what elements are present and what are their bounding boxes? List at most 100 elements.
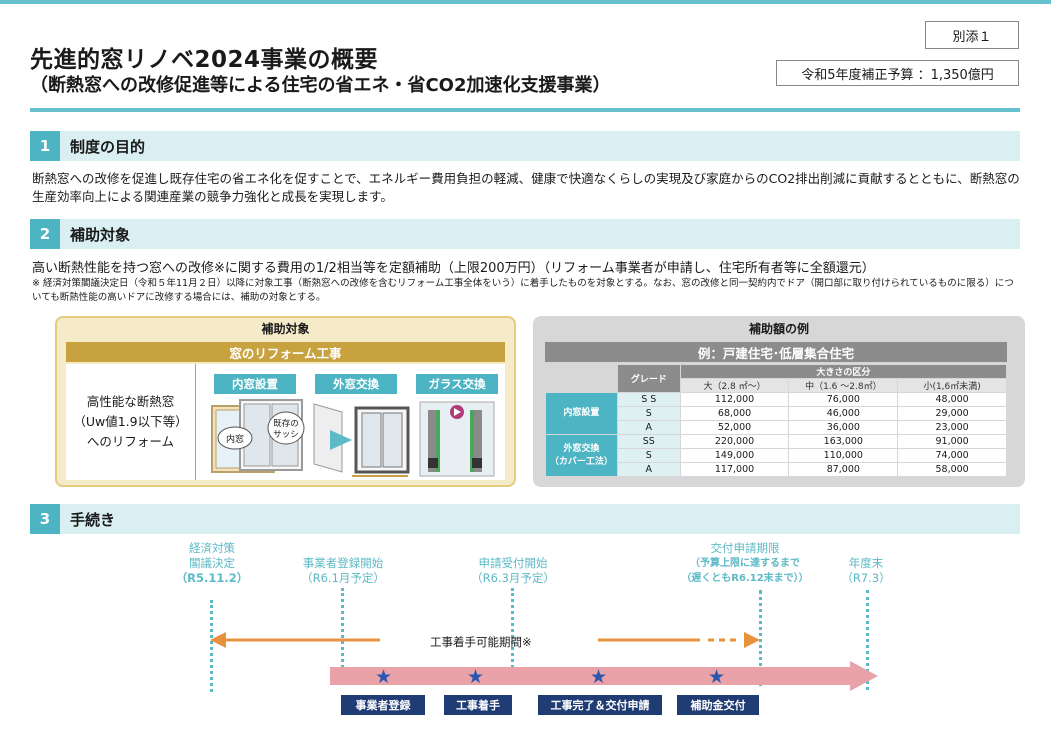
amount-cell: 149,000 — [679, 448, 790, 463]
milestone-date: （R7.3） — [841, 571, 891, 585]
target-panel-body: 高性能な断熱窓 （Uw値1.9以下等） へのリフォーム 内窓設置 外窓交換 ガラ… — [66, 364, 505, 480]
step-completion-and-application: 工事完了＆交付申請 — [538, 695, 662, 715]
amount-cell: 91,000 — [897, 434, 1007, 449]
table-header-row: グレード 大きさの区分 — [545, 364, 1008, 393]
target-line: （Uw値1.9以下等） — [73, 414, 188, 429]
section-title: 手続き — [70, 510, 116, 529]
milestone-dotted-line — [511, 588, 514, 668]
milestone-line: （遅くともR6.12末まで）） — [681, 573, 809, 584]
table-corner — [545, 364, 618, 393]
amount-cell: 46,000 — [788, 406, 899, 421]
table-subheader-row: 大（2.8 ㎡～） 中（1.6 ～2.8㎡） 小(1,6㎡未満) — [546, 378, 1007, 393]
grade-cell: S — [616, 406, 681, 421]
table-row: S 68,000 46,000 29,000 — [546, 406, 1007, 421]
step-business-registration: 事業者登録 — [341, 695, 425, 715]
category-cell-inner-window: 内窓設置 — [545, 392, 618, 435]
amount-cell: 163,000 — [788, 434, 899, 449]
star-icon: ★ — [590, 666, 608, 688]
grade-header: グレード — [616, 364, 681, 393]
milestone-line: （予算上限に達するまで — [690, 558, 800, 569]
page-subtitle: （断熱窓への改修促進等による住宅の省エネ・省CO2加速化支援事業） — [30, 75, 611, 96]
milestone-line: 閣議決定 — [189, 556, 235, 570]
inner-window-illustration: 内窓 既存の サッシ — [211, 399, 305, 473]
amount-cell: 87,000 — [788, 462, 899, 477]
amount-panel-band: 例：戸建住宅･低層集合住宅 — [545, 342, 1007, 362]
annex-label: 別添１ — [925, 21, 1019, 49]
subsidy-note-text: ※ 経済対策閣議決定日（令和５年11月２日）以降に対象工事（断熱窓への改修を含む… — [32, 278, 1014, 303]
callout-inner-window: 内窓 — [226, 433, 244, 445]
section-number: 1 — [30, 131, 60, 161]
milestone-registration-start: 事業者登録開始 （R6.1月予定） — [285, 556, 401, 586]
milestone-line: 経済対策 — [189, 541, 235, 555]
category-label: 内窓設置 — [563, 408, 600, 418]
target-panel-heading: 補助対象 — [261, 322, 310, 336]
target-description: 高性能な断熱窓 （Uw値1.9以下等） へのリフォーム — [66, 364, 196, 480]
table-row: 外窓交換 （カバー工法） SS 220,000 163,000 91,000 — [545, 434, 1007, 477]
amount-cell: 48,000 — [897, 392, 1007, 407]
milestone-application-start: 申請受付開始 （R6.3月予定） — [455, 556, 571, 586]
section-header-purpose: 1 制度の目的 — [30, 131, 1020, 161]
target-panel: 補助対象 窓のリフォーム工事 高性能な断熱窓 （Uw値1.9以下等） へのリフォ… — [55, 316, 516, 487]
category-tag-inner-window: 内窓設置 — [214, 374, 296, 394]
milestone-cabinet-decision: 経済対策 閣議決定 （R5.11.2） — [172, 541, 252, 586]
grade-cell: SS — [616, 434, 681, 449]
page-title: 先進的窓リノベ2024事業の概要 — [30, 47, 379, 73]
milestone-application-deadline: 交付申請期限 （予算上限に達するまで （遅くともR6.12末まで）） — [672, 541, 818, 586]
star-icon: ★ — [467, 666, 485, 688]
period-arrow-right-head — [744, 632, 760, 648]
glass-replacement-illustration — [419, 401, 495, 477]
grade-cell: A — [616, 462, 681, 477]
milestone-date: （R5.11.2） — [175, 571, 249, 585]
category-tag-outer-window: 外窓交換 — [315, 374, 397, 394]
timeline-arrows — [210, 632, 878, 691]
section-header-target: 2 補助対象 — [30, 219, 1020, 249]
section-title: 補助対象 — [70, 225, 131, 244]
construction-period-label: 工事着手可能期間※ — [430, 635, 532, 649]
section-header-procedure: 3 手続き — [30, 504, 1020, 534]
outer-window-illustration — [313, 403, 410, 477]
category-sublabel: （カバー工法） — [549, 456, 613, 467]
amount-cell: 112,000 — [679, 392, 790, 407]
milestone-dotted-line — [341, 588, 344, 668]
category-label: 外窓交換 — [563, 443, 600, 454]
category-tag-glass: ガラス交換 — [416, 374, 498, 394]
size-header: 大きさの区分 — [679, 364, 1008, 379]
grade-cell: S — [616, 448, 681, 463]
subsidy-lead-text: 高い断熱性能を持つ窓への改修※に関する費用の1/2相当等を定額補助（上限200万… — [32, 261, 875, 276]
section-number: 3 — [30, 504, 60, 534]
amount-cell: 117,000 — [679, 462, 790, 477]
amount-cell: 110,000 — [788, 448, 899, 463]
target-line: 高性能な断熱窓 — [86, 394, 175, 409]
step-construction-start: 工事着手 — [444, 695, 512, 715]
purpose-text: 断熱窓への改修を促進し既存住宅の省エネ化を促すことで、エネルギー費用負担の軽減、… — [32, 171, 1020, 204]
milestone-fiscal-year-end: 年度末 （R7.3） — [826, 556, 906, 586]
amount-cell: 58,000 — [897, 462, 1007, 477]
amount-cell: 23,000 — [897, 420, 1007, 435]
target-panel-band: 窓のリフォーム工事 — [66, 342, 505, 362]
grade-cell: A — [616, 420, 681, 435]
milestone-dotted-line — [759, 590, 762, 686]
grade-cell: S S — [616, 392, 681, 407]
amount-cell: 220,000 — [679, 434, 790, 449]
callout-sash: サッシ — [273, 430, 299, 440]
milestone-date: （R6.3月予定） — [471, 571, 555, 585]
step-subsidy-payment: 補助金交付 — [677, 695, 759, 715]
amount-cell: 52,000 — [679, 420, 790, 435]
subsidy-amount-table: グレード 大きさの区分 大（2.8 ㎡～） 中（1.6 ～2.8㎡） 小(1,6… — [545, 364, 1008, 477]
size-col-medium: 中（1.6 ～2.8㎡） — [788, 378, 899, 393]
timeline-arrow — [330, 661, 878, 691]
milestone-line: 申請受付開始 — [478, 556, 548, 570]
amount-cell: 76,000 — [788, 392, 899, 407]
milestone-line: 交付申請期限 — [710, 541, 780, 555]
callout-existing: 既存の — [273, 418, 299, 429]
amount-cell: 68,000 — [679, 406, 790, 421]
milestone-dotted-line — [866, 590, 869, 690]
milestone-date: （R6.1月予定） — [301, 571, 385, 585]
amount-panel: 補助額の例 例：戸建住宅･低層集合住宅 グレード 大きさの区分 大（2.8 ㎡～… — [533, 316, 1025, 487]
star-icon: ★ — [375, 666, 393, 688]
title-rule — [30, 108, 1020, 112]
star-icon: ★ — [708, 666, 726, 688]
milestone-dotted-line — [210, 600, 213, 692]
budget-label: 令和5年度補正予算 ：1,350億円 — [776, 60, 1019, 86]
amount-cell: 29,000 — [897, 406, 1007, 421]
